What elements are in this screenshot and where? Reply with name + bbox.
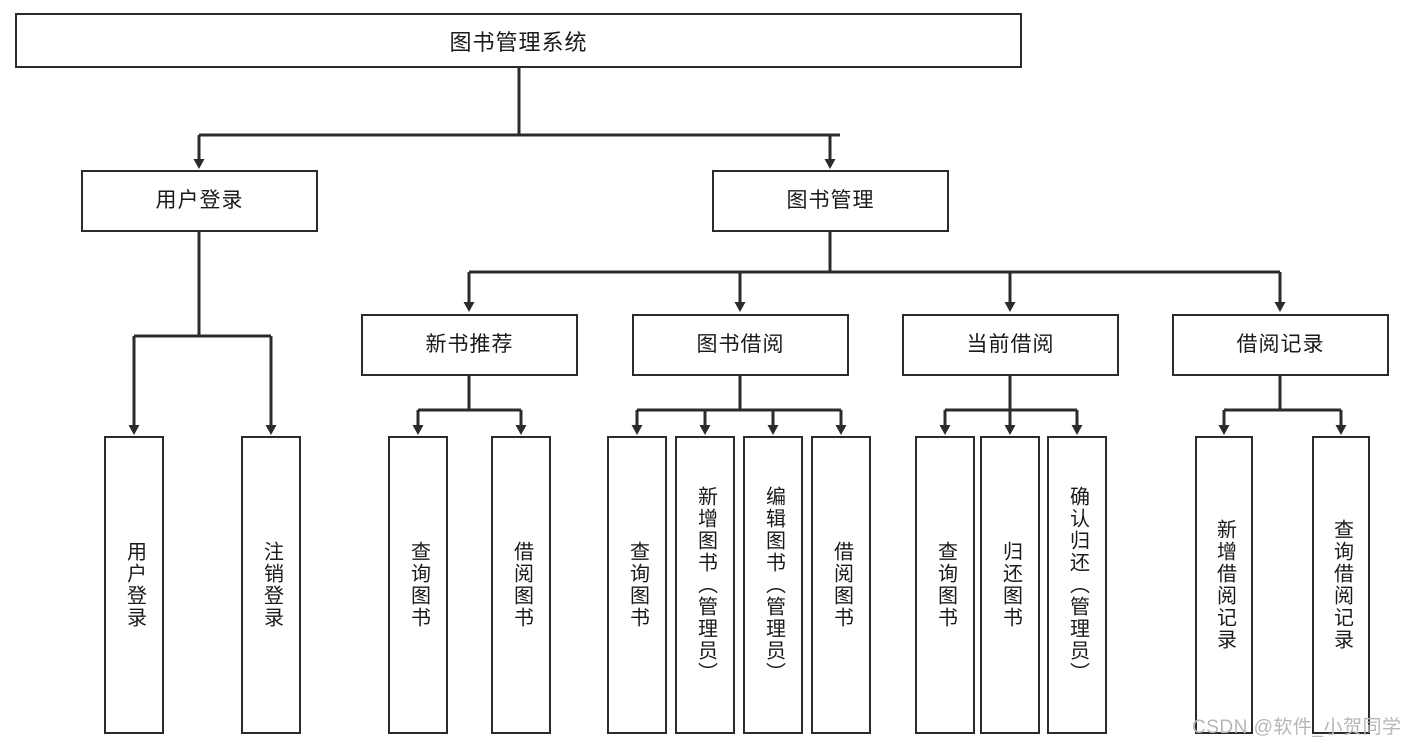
node-borrow-record[interactable]: 借阅记录 — [1172, 314, 1389, 376]
csdn-watermark: CSDN @软件_小贺同学 — [1192, 717, 1402, 738]
node-label: 当前借阅 — [966, 333, 1055, 357]
leaf-borrow-record-query-record[interactable]: 查询借阅记录 — [1312, 436, 1370, 734]
node-label: 图书借阅 — [696, 333, 785, 357]
leaf-new-book-borrow-book[interactable]: 借阅图书 — [491, 436, 551, 734]
leaf-user-login-login[interactable]: 用户登录 — [104, 436, 164, 734]
leaf-book-borrow-edit-book-admin[interactable]: 编辑图书（管理员） — [743, 436, 803, 734]
leaf-user-login-logout[interactable]: 注销登录 — [241, 436, 301, 734]
node-label: 归还图书 — [999, 541, 1022, 629]
node-book-management[interactable]: 图书管理 — [712, 170, 949, 232]
leaf-borrow-record-add-record[interactable]: 新增借阅记录 — [1195, 436, 1253, 734]
leaf-current-borrow-return-book[interactable]: 归还图书 — [980, 436, 1040, 734]
node-current-borrow[interactable]: 当前借阅 — [902, 314, 1119, 376]
node-label: 新书推荐 — [425, 333, 514, 357]
leaf-current-borrow-query-book[interactable]: 查询图书 — [915, 436, 975, 734]
node-label: 用户登录 — [155, 189, 244, 213]
node-label: 借阅记录 — [1236, 333, 1325, 357]
node-label: 查询图书 — [934, 541, 957, 629]
node-label: 用户登录 — [123, 541, 146, 629]
node-label: 新增图书（管理员） — [694, 486, 717, 684]
node-label: 查询图书 — [407, 541, 430, 629]
leaf-new-book-query-book[interactable]: 查询图书 — [388, 436, 448, 734]
node-label: 编辑图书（管理员） — [762, 486, 785, 684]
node-label: 注销登录 — [260, 541, 283, 629]
node-label: 借阅图书 — [510, 541, 533, 629]
leaf-book-borrow-add-book-admin[interactable]: 新增图书（管理员） — [675, 436, 735, 734]
node-label: 借阅图书 — [830, 541, 853, 629]
node-label: 图书管理系统 — [449, 29, 588, 55]
node-label: 新增借阅记录 — [1213, 519, 1236, 651]
node-label: 图书管理 — [786, 189, 875, 213]
node-new-book-recommend[interactable]: 新书推荐 — [361, 314, 578, 376]
node-book-borrow[interactable]: 图书借阅 — [632, 314, 849, 376]
leaf-book-borrow-borrow-book[interactable]: 借阅图书 — [811, 436, 871, 734]
leaf-book-borrow-query-book[interactable]: 查询图书 — [607, 436, 667, 734]
node-user-login[interactable]: 用户登录 — [81, 170, 318, 232]
node-label: 查询借阅记录 — [1330, 519, 1353, 651]
node-root-book-management-system[interactable]: 图书管理系统 — [15, 13, 1022, 68]
node-label: 确认归还（管理员） — [1066, 486, 1089, 684]
node-label: 查询图书 — [626, 541, 649, 629]
leaf-current-borrow-confirm-return-admin[interactable]: 确认归还（管理员） — [1047, 436, 1107, 734]
